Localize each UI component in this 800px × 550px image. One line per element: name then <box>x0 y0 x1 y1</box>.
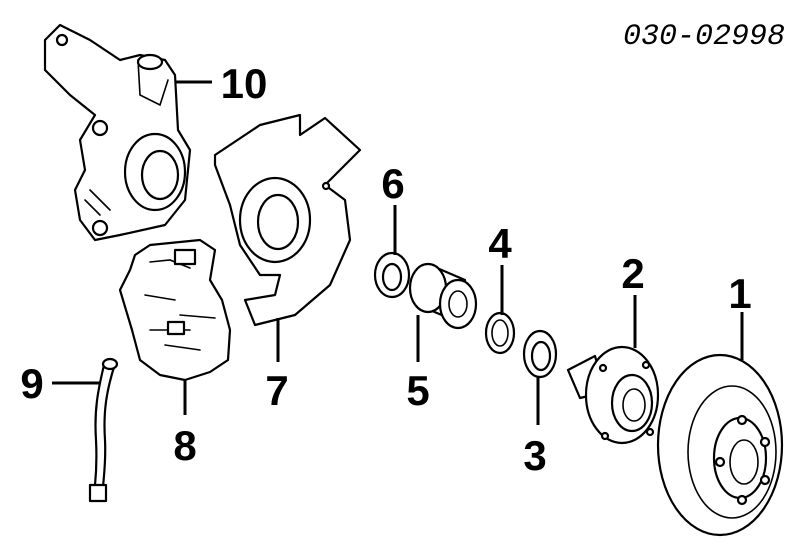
brake-hose-part <box>88 357 119 503</box>
callout-6: 6 <box>381 160 404 207</box>
callout-2: 2 <box>621 250 644 297</box>
callout-8: 8 <box>173 422 196 469</box>
steering-knuckle-part <box>43 23 192 242</box>
callout-5: 5 <box>406 367 429 414</box>
snap-ring-part <box>484 311 516 355</box>
oil-seal-part <box>373 251 411 299</box>
callout-9: 9 <box>20 360 43 407</box>
callout-4: 4 <box>488 220 512 267</box>
wheel-hub-part <box>566 345 660 445</box>
brake-caliper-part <box>118 238 232 382</box>
callout-7: 7 <box>265 367 288 414</box>
dust-shield-part <box>213 113 362 327</box>
callout-3: 3 <box>523 432 546 479</box>
oil-seal-2-part <box>522 329 558 379</box>
diagram-code: 030-02998 <box>623 20 785 54</box>
callout-10: 10 <box>221 60 268 107</box>
bearing-part <box>408 262 478 330</box>
brake-disc-part <box>656 353 784 537</box>
callout-1: 1 <box>728 270 751 317</box>
